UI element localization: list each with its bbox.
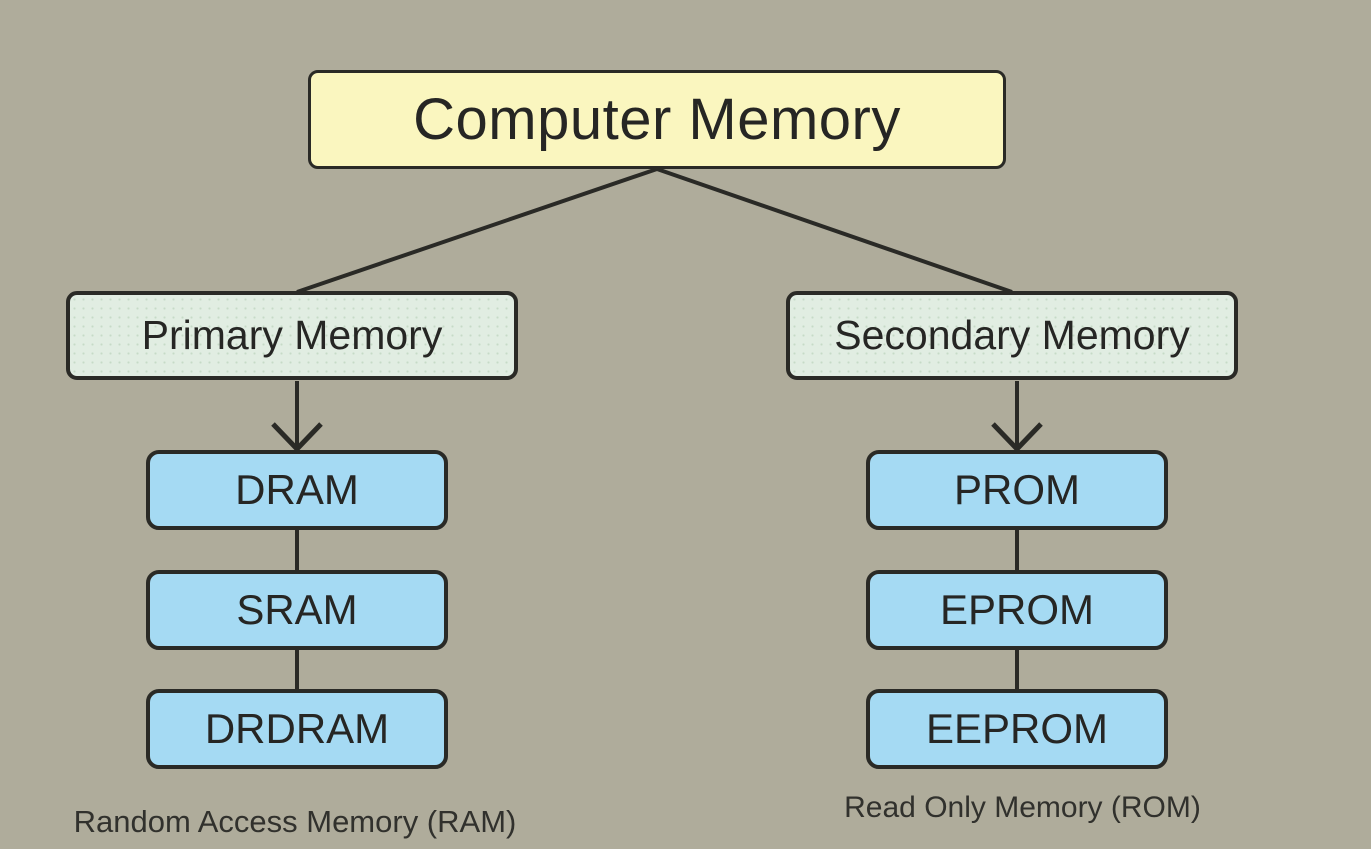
- node-dram: DRAM: [146, 450, 448, 530]
- node-computer-memory: Computer Memory: [308, 70, 1006, 169]
- caption-rom: Read Only Memory (ROM): [844, 791, 1201, 824]
- node-primary-memory: Primary Memory: [66, 291, 518, 380]
- node-sram: SRAM: [146, 570, 448, 650]
- node-eprom: EPROM: [866, 570, 1168, 650]
- node-drdram: DRDRAM: [146, 689, 448, 769]
- arrow-primary-to-dram: [271, 381, 323, 453]
- arrow-secondary-to-prom: [991, 381, 1043, 453]
- node-prom: PROM: [866, 450, 1168, 530]
- node-eeprom: EEPROM: [866, 689, 1168, 769]
- connector-root-to-primary: [296, 167, 658, 294]
- node-secondary-memory: Secondary Memory: [786, 291, 1238, 380]
- caption-ram: Random Access Memory (RAM): [73, 804, 517, 839]
- connector-root-to-secondary: [656, 167, 1013, 294]
